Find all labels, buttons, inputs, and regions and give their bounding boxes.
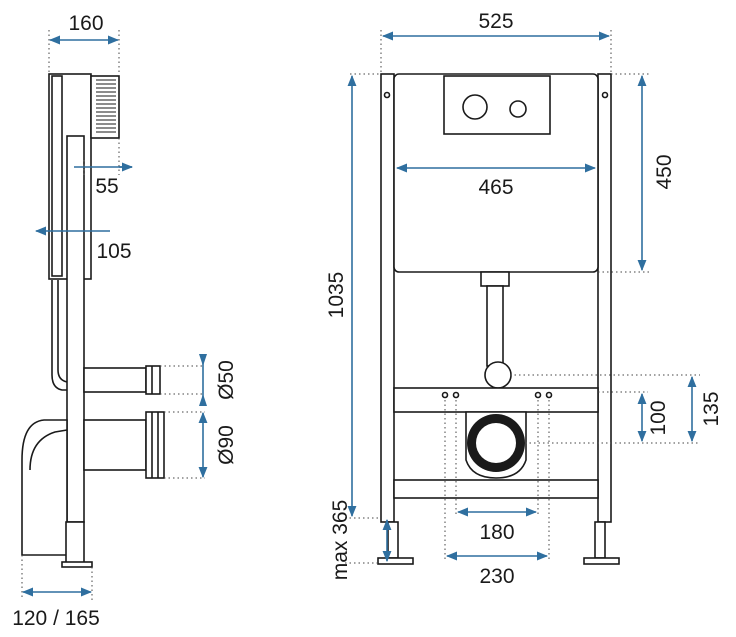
side-frame-post [66, 135, 85, 523]
side-foot [65, 521, 85, 565]
dim-135-label: 135 [700, 391, 723, 426]
side-flush-grill [96, 79, 116, 133]
side-flush-pipe [51, 280, 67, 391]
dim-120-165-label: 120 / 165 [12, 607, 100, 630]
front-flush-plate [443, 75, 551, 135]
front-large-outlet-inner [476, 423, 516, 463]
side-elbow [21, 419, 68, 556]
dim-230-label: 230 [479, 565, 514, 588]
side-large-drain [83, 419, 147, 471]
front-small-outlet [484, 361, 512, 389]
dim-180-label: 180 [479, 521, 514, 544]
front-left-post [380, 73, 395, 523]
dim-465-label: 465 [478, 176, 513, 199]
side-cistern-inner [51, 75, 63, 277]
dim-1035-label: 1035 [325, 272, 348, 319]
side-view: 160 55 105 120 / 165 Ø50 Ø90 [12, 12, 238, 630]
dim-450-label: 450 [653, 154, 676, 189]
dim-50-label: Ø50 [215, 360, 238, 400]
dim-105-label: 105 [96, 240, 131, 263]
dim-90-label: Ø90 [215, 425, 238, 465]
front-right-post [597, 73, 612, 523]
side-flush-module [90, 75, 120, 139]
front-view: 525 465 450 1035 max 365 100 135 180 230 [325, 10, 723, 588]
dim-525-label: 525 [478, 10, 513, 33]
flush-button-small [509, 100, 527, 118]
flush-button-large [462, 94, 488, 120]
dim-160-label: 160 [68, 12, 103, 35]
side-small-drain [83, 367, 147, 393]
dim-365-label: max 365 [329, 500, 352, 581]
dim-100-label: 100 [647, 400, 670, 435]
front-bottom-crossbar [393, 479, 599, 499]
front-top-crossbar [393, 387, 599, 413]
front-flush-pipe [486, 285, 504, 367]
dim-55-label: 55 [95, 175, 118, 198]
